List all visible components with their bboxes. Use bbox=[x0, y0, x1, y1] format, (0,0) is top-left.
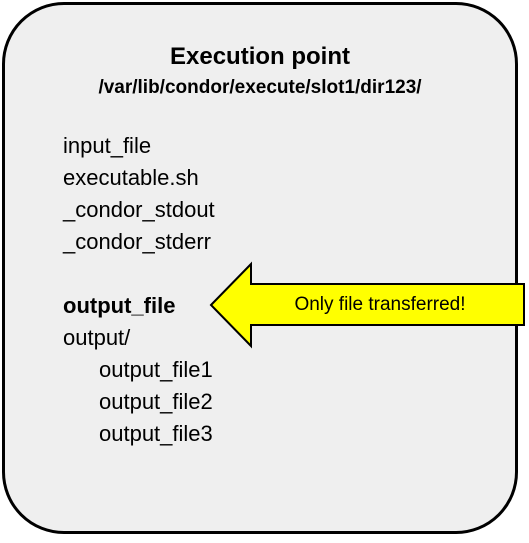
list-spacer bbox=[63, 258, 215, 290]
file-list: input_file executable.sh _condor_stdout … bbox=[63, 130, 215, 450]
file-condor-stderr: _condor_stderr bbox=[63, 229, 211, 254]
file-output-file1: output_file1 bbox=[99, 357, 213, 382]
execute-directory-path: /var/lib/condor/execute/slot1/dir123/ bbox=[98, 77, 422, 98]
panel-title: Execution point bbox=[170, 43, 350, 70]
file-input-file: input_file bbox=[63, 133, 152, 158]
callout-label: Only file transferred! bbox=[294, 294, 466, 315]
file-condor-stdout: _condor_stdout bbox=[63, 197, 215, 222]
file-output-file2: output_file2 bbox=[99, 389, 213, 414]
file-output-file: output_file bbox=[63, 293, 176, 318]
folder-output: output/ bbox=[63, 325, 131, 350]
file-executable: executable.sh bbox=[63, 165, 199, 190]
file-output-file3: output_file3 bbox=[99, 421, 213, 446]
